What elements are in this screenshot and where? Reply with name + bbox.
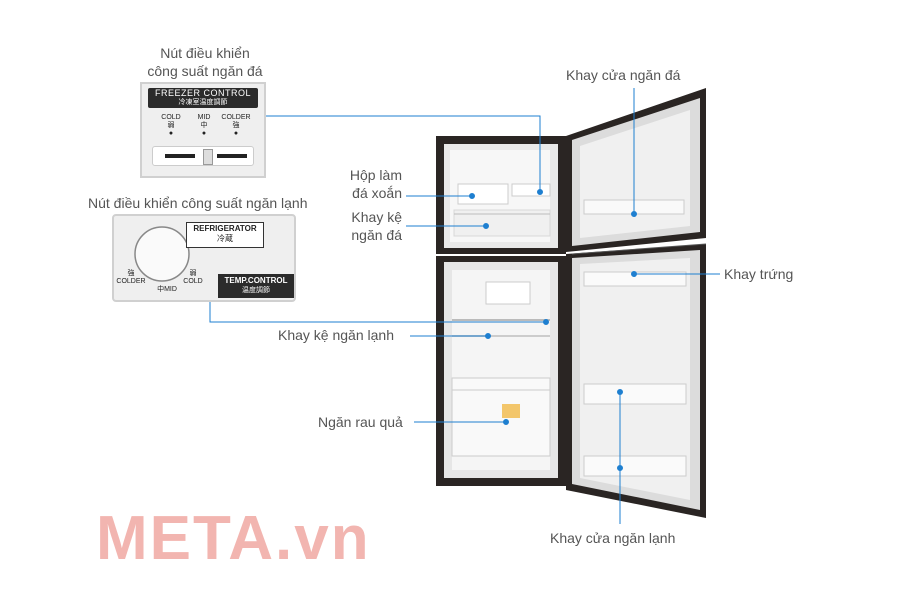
leader-dot	[503, 419, 509, 425]
leader-freezer-control	[264, 115, 541, 192]
leader-fridge-control	[209, 300, 546, 323]
fridge-control-subtitle: 冷蔵	[217, 234, 233, 243]
temp-control-box: TEMP.CONTROL 温度調節	[218, 274, 294, 298]
brand-logo: META.vn	[96, 504, 371, 573]
leader-dot	[617, 389, 623, 395]
label-freezer-control: Nút điều khiển công suất ngăn đá	[147, 45, 263, 79]
temp-control-subtitle: 温度調節	[242, 287, 270, 294]
leader-dot	[537, 189, 543, 195]
label-fridge-door-tray: Khay cửa ngăn lạnh	[550, 530, 676, 546]
freezer-control-title: FREEZER CONTROL	[154, 88, 251, 98]
leader-dot	[485, 333, 491, 339]
label-fridge-shelf: Khay kệ ngăn lạnh	[278, 327, 394, 343]
label-freezer-door-tray: Khay cửa ngăn đá	[566, 67, 681, 83]
leader-dot	[617, 465, 623, 471]
refrigerator-illustration	[436, 88, 707, 518]
leader-dot	[631, 271, 637, 277]
label-ice-box: Hộp làm đá xoắn	[349, 167, 402, 201]
temp-control-title: TEMP.CONTROL	[224, 276, 288, 285]
freezer-control-header: FREEZER CONTROL 冷凍室温度調節	[148, 88, 258, 108]
freezer-control-slider[interactable]	[152, 146, 254, 166]
label-freezer-shelf: Khay kệ ngăn đá	[351, 209, 402, 243]
fridge-control-title-box: REFRIGERATOR 冷蔵	[186, 222, 264, 248]
label-vegetable-drawer: Ngăn rau quả	[318, 414, 403, 430]
leader-dot	[543, 319, 549, 325]
leader-dot	[483, 223, 489, 229]
freezer-control-subtitle: 冷凍室温度調節	[178, 99, 228, 106]
leader-dot	[631, 211, 637, 217]
fridge-control-title: REFRIGERATOR	[193, 224, 257, 233]
fridge-control-dial[interactable]	[132, 224, 192, 284]
leader-dot	[469, 193, 475, 199]
fridge-setting-mid: 中MID	[157, 286, 177, 293]
label-fridge-control: Nút điều khiển công suất ngăn lạnh	[88, 195, 308, 211]
label-egg-tray: Khay trứng	[724, 266, 794, 282]
leader-lines	[209, 88, 720, 524]
